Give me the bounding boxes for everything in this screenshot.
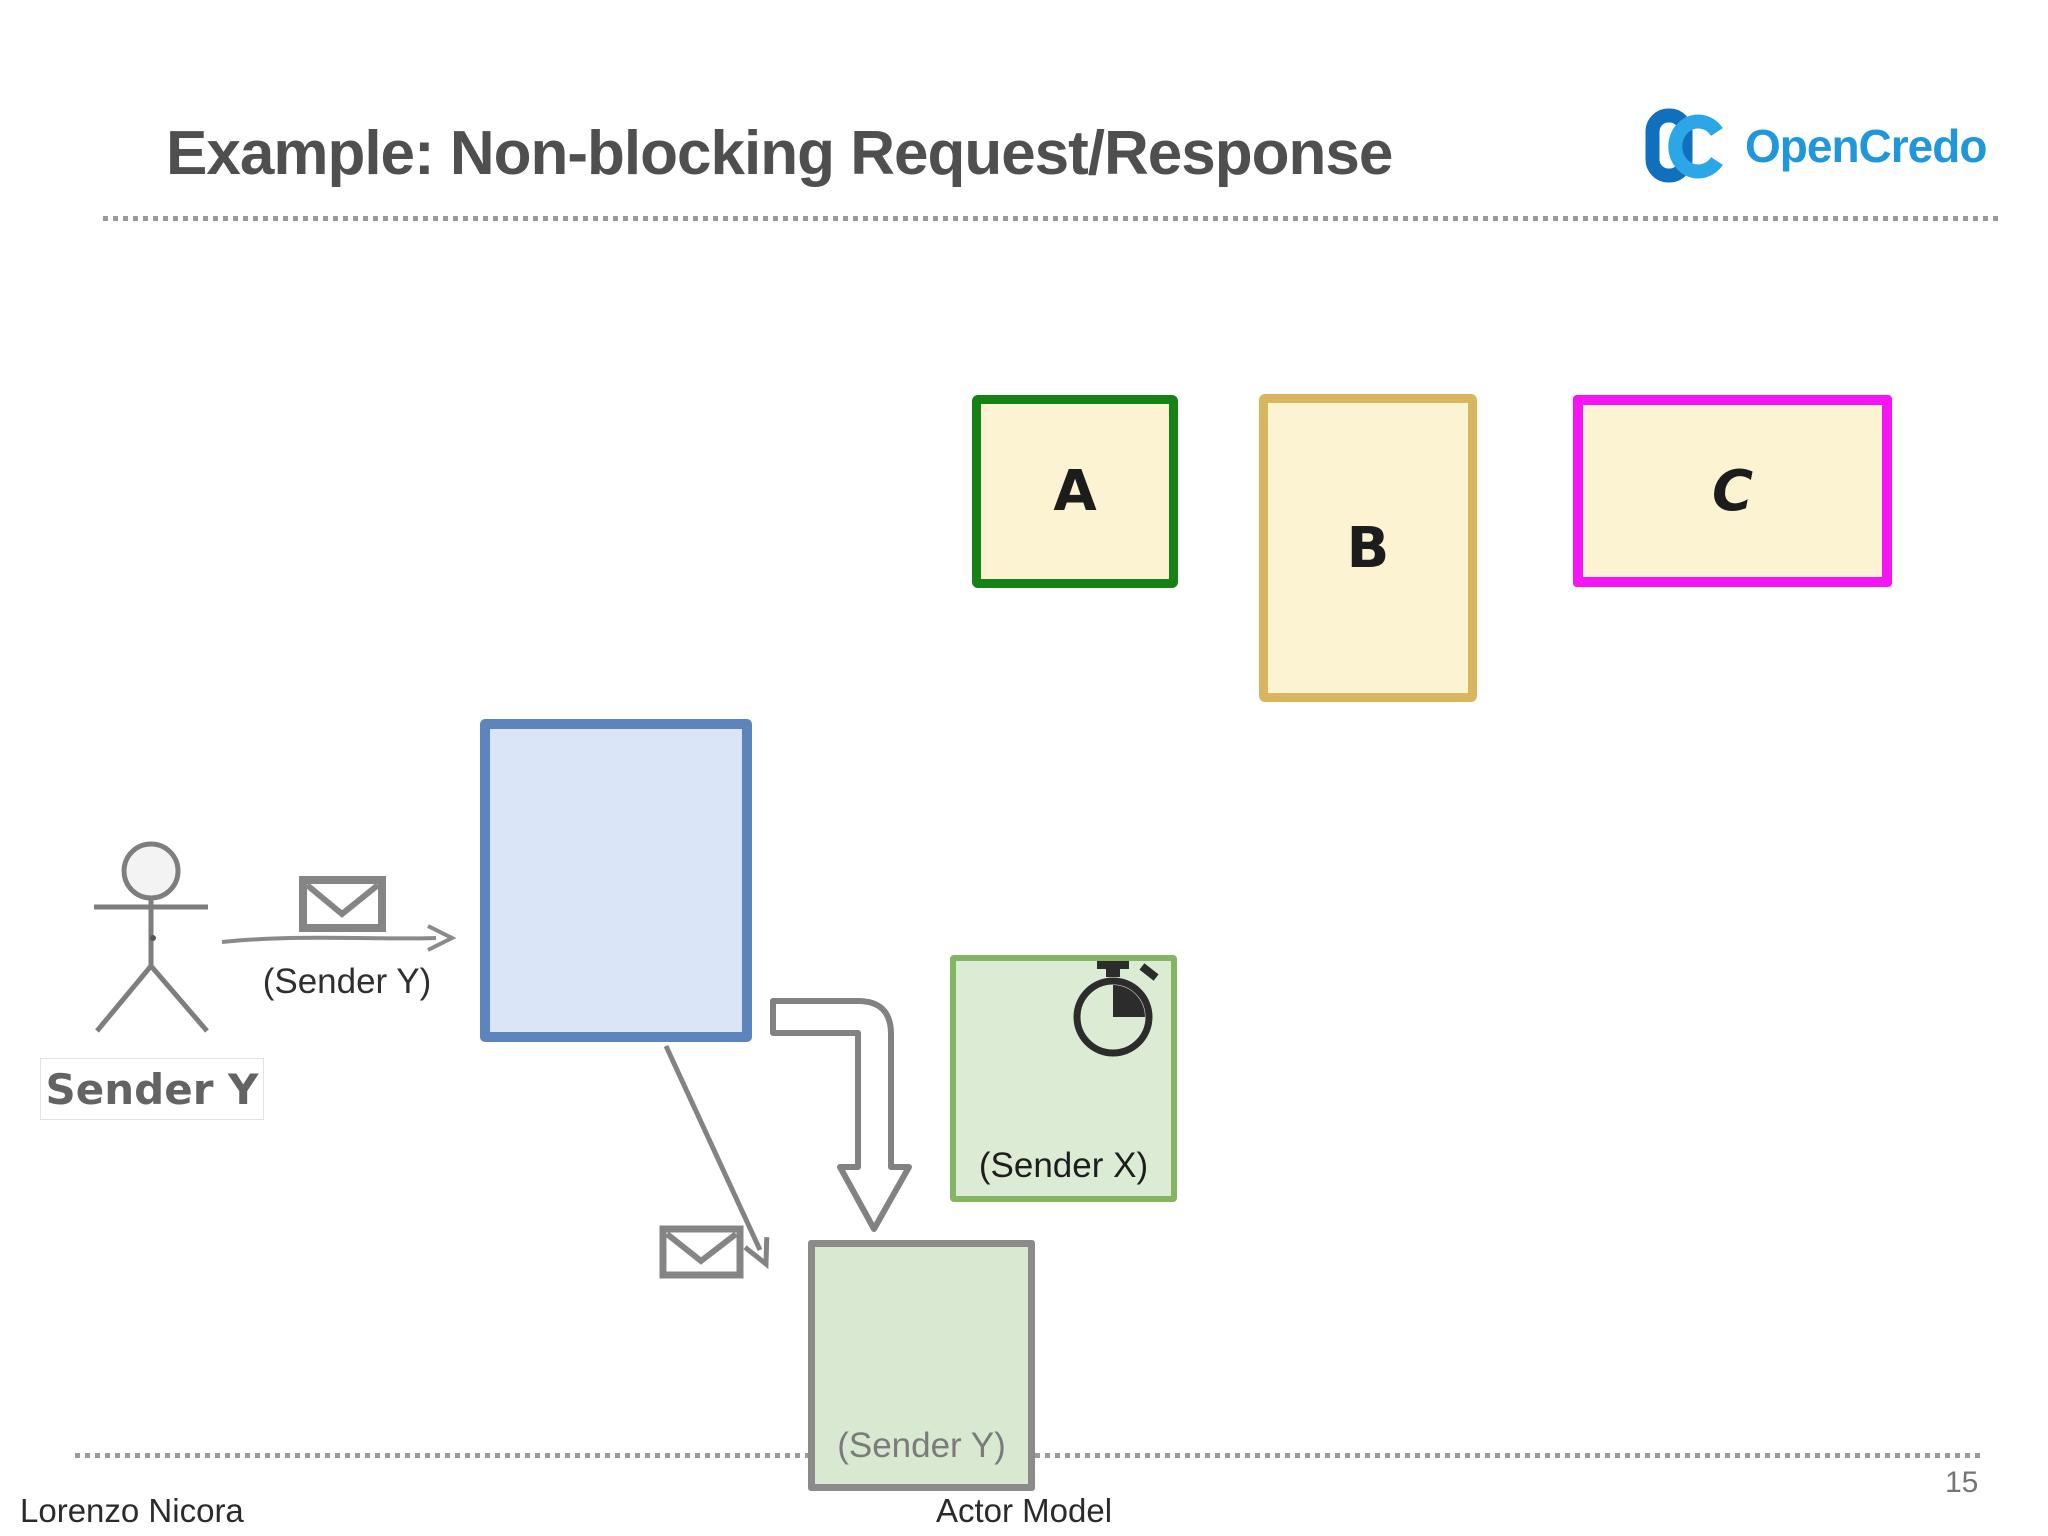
request-arrow [221,924,457,952]
footer-author: Lorenzo Nicora [20,1492,244,1529]
footer-deck-title: Actor Model [935,1492,1113,1529]
reply-actor-box: (Sender Y) [808,1240,1035,1491]
stopwatch-icon [1073,961,1159,1057]
scheduler-box-label: (Sender X) [978,1146,1149,1185]
title-divider-dotted-line [103,216,2001,221]
opencredo-logo: OpenCredo [1645,106,1987,186]
actor-name-label: Sender Y [40,1058,264,1120]
actor-box-b-label: B [1346,515,1390,581]
actor-box-c-label: C [1711,458,1754,524]
actor-box-a-label: A [1053,459,1097,524]
actor-box-b: B [1259,394,1477,702]
opencredo-logo-text: OpenCredo [1745,120,1987,172]
request-envelope-icon [299,876,386,932]
mailbox-box [480,719,752,1042]
reply-arrow [663,1044,770,1270]
reply-envelope-icon [659,1225,744,1279]
opencredo-monogram-icon [1645,108,1723,183]
actor-box-a: A [972,395,1178,588]
slide-title: Example: Non-blocking Request/Response [166,119,1393,188]
page-number: 15 [1945,1466,1979,1499]
dispatch-hollow-arrow [770,998,912,1232]
stick-figure-icon [94,841,209,1033]
reply-actor-box-label: (Sender Y) [837,1426,1006,1465]
actor-box-c: C [1573,395,1892,587]
request-message-label: (Sender Y) [262,962,432,1001]
